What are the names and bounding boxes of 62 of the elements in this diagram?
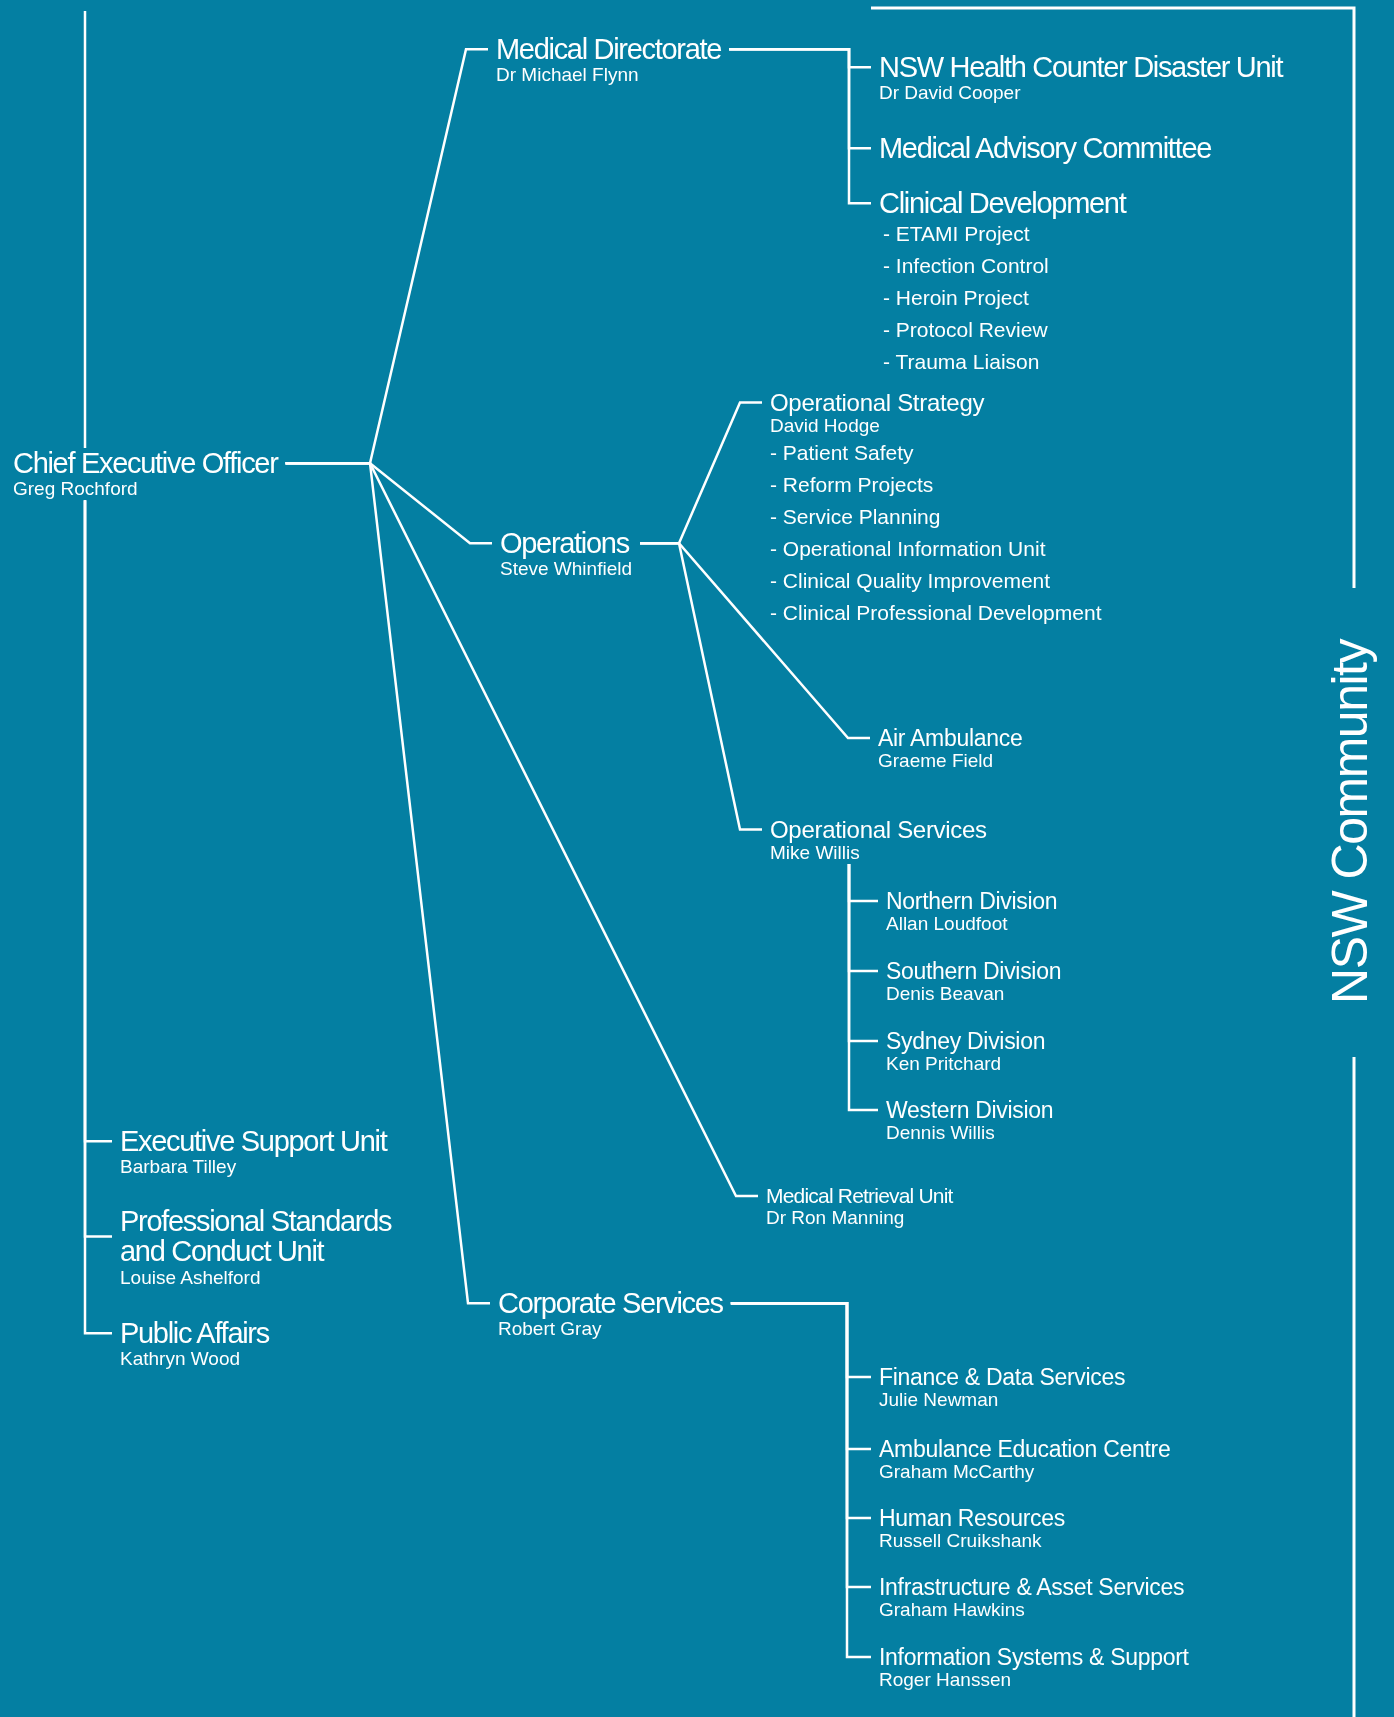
unit-title: Professional Standards and Conduct Unit [120,1206,393,1267]
connector-line [285,461,490,1305]
person-name: Dr Michael Flynn [496,64,640,87]
unit-title: Medical Retrieval Unit [766,1185,953,1208]
person-name: Ken Pritchard [886,1053,1003,1075]
person-name: Kathryn Wood [120,1348,242,1371]
person-name: David Hodge [770,415,880,438]
unit-title: Information Systems & Support [879,1645,1189,1670]
unit-title: NSW Health Counter Disaster Unit [879,52,1283,83]
unit-title: Western Division [886,1098,1054,1123]
unit-title: Human Resources [879,1506,1065,1531]
person-name: Barbara Tilley [120,1156,238,1179]
unit-title: Medical Directorate [496,34,722,65]
connector-line [847,864,878,1112]
list-item: - Clinical Quality Improvement [770,568,1052,595]
list-item: - Heroin Project [882,285,1030,312]
vertical-label: NSW Community [1321,640,1379,1004]
list-item: - Reform Projects [770,472,935,499]
person-name: Graham McCarthy [879,1461,1036,1483]
list-item: - Clinical Professional Development [770,600,1102,627]
person-name: Robert Gray [498,1318,602,1341]
person-name: Graham Hawkins [879,1599,1026,1621]
unit-title: Chief Executive Officer [13,448,278,479]
unit-title: Operational Strategy [770,390,986,416]
person-name: Steve Whinfield [500,558,632,581]
connector-line [640,541,762,831]
unit-title: Clinical Development [879,188,1126,219]
person-name: Russell Cruikshank [879,1530,1043,1552]
person-name: Dr David Cooper [879,82,1022,105]
unit-title: Ambulance Education Centre [879,1437,1171,1462]
unit-title: Infrastructure & Asset Services [879,1575,1185,1600]
list-item: - ETAMI Project [882,221,1031,248]
unit-title: Corporate Services [498,1288,723,1319]
unit-title: Northern Division [886,889,1058,914]
person-name: Mike Willis [770,842,860,865]
person-name: Greg Rochford [13,478,139,501]
list-item: - Trauma Liaison [882,349,1041,376]
person-name: Dennis Willis [886,1122,996,1144]
unit-title: Operations [500,528,631,559]
list-item: - Patient Safety [770,440,915,467]
person-name: Denis Beavan [886,983,1006,1005]
unit-title: Public Affairs [120,1318,269,1349]
unit-title: Executive Support Unit [120,1126,387,1157]
unit-title: Medical Advisory Committee [879,133,1212,164]
unit-title: Operational Services [770,817,987,843]
connector-line [729,47,871,205]
connector-line [83,11,87,448]
person-name: Graeme Field [878,750,995,772]
connector-line [730,1301,871,1659]
person-name: Roger Hanssen [879,1669,1012,1691]
list-item: - Operational Information Unit [770,536,1047,563]
person-name: Louise Ashelford [120,1266,262,1289]
person-name: Dr Ron Manning [766,1207,906,1229]
list-item: - Infection Control [882,253,1050,280]
unit-title: Air Ambulance [878,726,1023,751]
list-item: - Service Planning [770,504,942,531]
person-name: Allan Loudfoot [886,913,1009,935]
unit-title: Finance & Data Services [879,1365,1126,1390]
unit-title: Sydney Division [886,1029,1046,1054]
list-item: - Protocol Review [882,317,1049,344]
person-name: Julie Newman [879,1389,1000,1411]
unit-title: Southern Division [886,959,1062,984]
